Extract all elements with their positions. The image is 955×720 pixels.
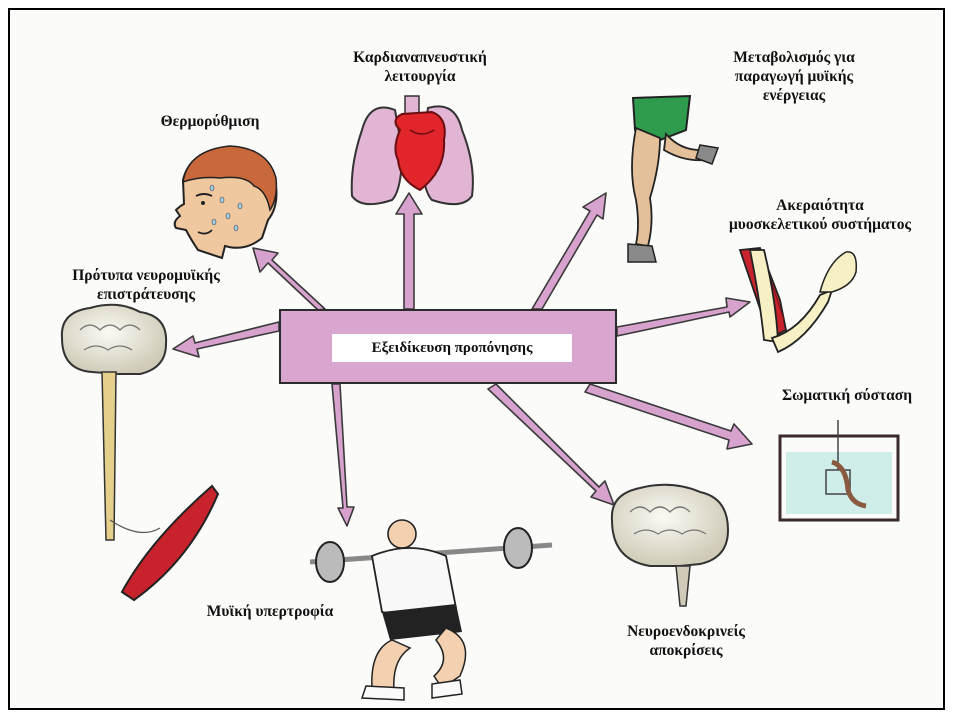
arrow-integrity: [617, 298, 750, 336]
center-label: Εξειδίκευση προπόνησης: [332, 334, 572, 362]
arrow-cardio: [396, 193, 422, 309]
label-neuroendocrine: Νευροενδοκρινείς αποκρίσεις: [596, 622, 776, 660]
arrow-recruitment: [173, 322, 279, 357]
label-musculoskeletal-integrity: Ακεραιότητα μυοσκελετικού συστήματος: [700, 196, 940, 234]
arrow-metabolism: [532, 193, 606, 309]
lungs-heart-icon: [352, 96, 473, 204]
label-recruitment-patterns: Πρότυπα νευρομυϊκής επιστράτευσης: [46, 266, 246, 304]
label-thermoregulation: Θερμορύθμιση: [140, 112, 280, 131]
arm-skeleton-icon: [740, 248, 856, 352]
arrow-thermo: [253, 248, 325, 310]
arrow-neuroendocrine: [488, 384, 614, 505]
running-legs-icon: [628, 96, 718, 262]
underwater-weighing-icon: [780, 420, 898, 520]
sweating-head-icon: [175, 146, 277, 258]
label-body-composition: Σωματική σύσταση: [762, 386, 932, 405]
label-hypertrophy: Μυϊκή υπερτροφία: [180, 602, 360, 621]
arrow-composition: [585, 384, 752, 449]
arrow-hypertrophy: [332, 384, 354, 526]
brain-icon: [612, 485, 728, 606]
label-metabolism: Μεταβολισμός για παραγωγή μυϊκής ενέργει…: [694, 48, 894, 105]
label-cardio: Καρδιαναπνευστική λειτουργία: [330, 48, 510, 86]
